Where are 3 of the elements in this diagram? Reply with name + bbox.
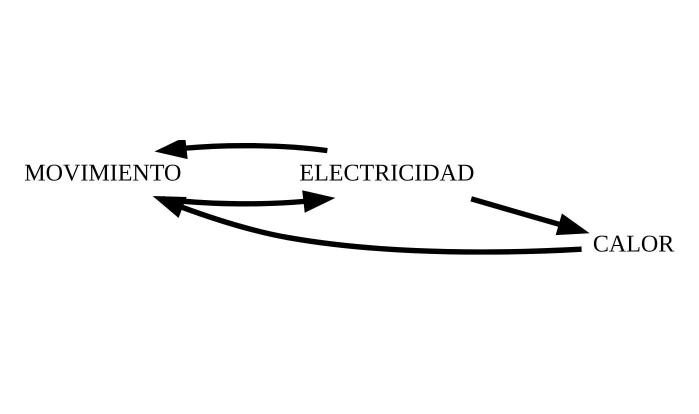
node-text: CALOR <box>592 230 674 257</box>
node-text: ELECTRICIDAD <box>299 160 474 186</box>
node-text: MOVIMIENTO <box>24 160 182 186</box>
